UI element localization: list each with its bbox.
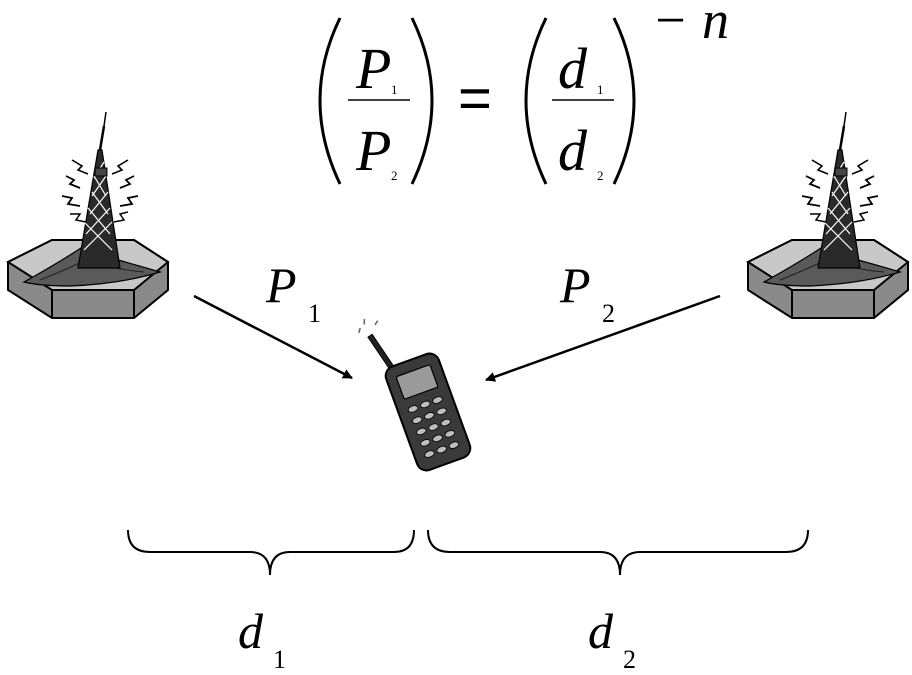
distance-label-left-subscript: 1: [273, 645, 286, 674]
link-label-left-subscript: 1: [308, 299, 321, 328]
mobile-phone-icon: [358, 319, 472, 472]
lhs-numerator-subscript: 1: [391, 82, 398, 97]
equals-sign: =: [458, 66, 492, 131]
exponent: − n: [652, 0, 729, 50]
rhs-numerator-subscript: 1: [597, 82, 604, 97]
radio-tower-icon: [746, 110, 910, 320]
distance-brace-right: [427, 529, 809, 576]
radio-tower-icon: [6, 110, 170, 320]
link-label-right-subscript: 2: [602, 299, 615, 328]
lhs-denominator-subscript: 2: [391, 168, 398, 183]
rhs-left-paren: [524, 17, 548, 185]
rhs-denominator-subscript: 2: [597, 168, 604, 183]
distance-label-right-symbol: d: [588, 603, 614, 659]
rhs-right-paren: [612, 17, 636, 185]
rhs-denominator-symbol: d: [558, 118, 588, 183]
lhs-denominator-symbol: P: [355, 118, 391, 183]
lhs-numerator-symbol: P: [355, 36, 391, 101]
link-label-right-symbol: P: [559, 257, 591, 313]
distance-brace-left: [127, 529, 415, 576]
rhs-numerator-symbol: d: [558, 36, 588, 101]
signal-arrow-left: [193, 294, 353, 380]
link-label-left-symbol: P: [265, 257, 297, 313]
signal-arrow-right: [485, 294, 721, 382]
lhs-left-paren: [318, 17, 342, 185]
distance-label-left-symbol: d: [238, 603, 264, 659]
lhs-right-paren: [410, 17, 434, 185]
path-loss-equation: P 1 P 2 = d 1 d 2 − n: [318, 0, 729, 185]
distance-label-right-subscript: 2: [623, 645, 636, 674]
